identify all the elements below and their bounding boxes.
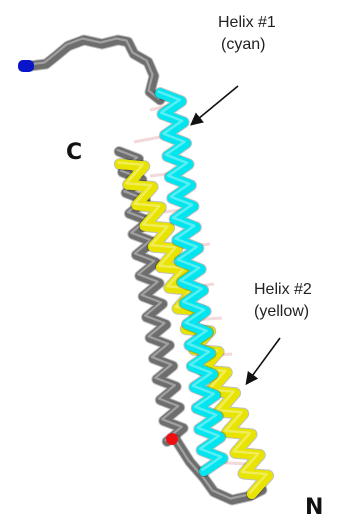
n-terminus-label: N [305,495,323,520]
coil-tail-top-shadow [30,40,160,100]
blue-end-cap [18,60,34,72]
helix-1-label-name: Helix #1 [218,12,276,34]
c-terminus-label: C [66,140,82,165]
helix-2-label-name: Helix #2 [254,279,312,301]
helix-2-label-color: (yellow) [254,301,312,323]
helix-2-label: Helix #2 (yellow) [254,279,312,323]
helix-1-arrow [192,86,238,124]
helix-1-label: Helix #1 (cyan) [218,12,276,56]
coil-tail-top [30,40,160,100]
red-residue-marker [166,433,178,445]
helix-2-arrow [247,338,280,383]
helix-1-label-color: (cyan) [218,34,276,56]
